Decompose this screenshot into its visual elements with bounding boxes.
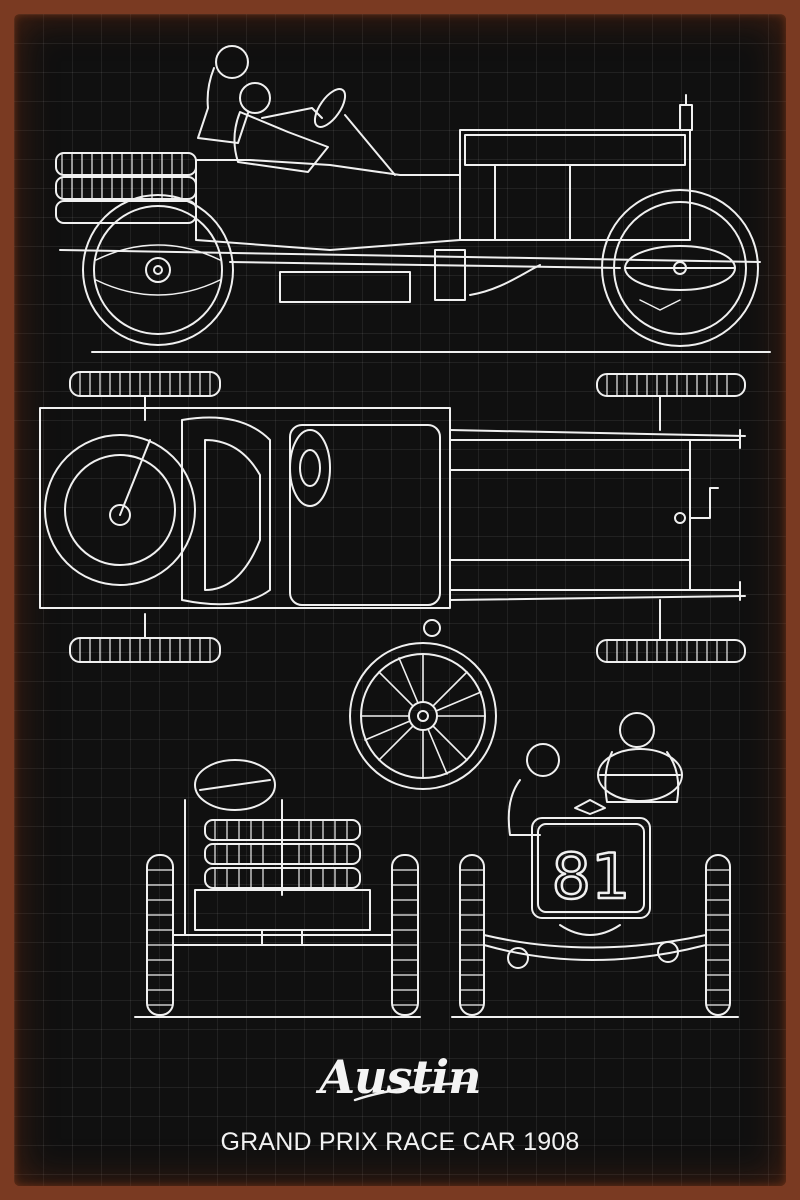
sign-caption: GRAND PRIX RACE CAR 1908 xyxy=(220,1128,580,1156)
blueprint-board xyxy=(14,14,786,1186)
front-view-car: 81 xyxy=(451,712,739,1018)
race-number: 81 xyxy=(552,840,631,913)
rear-view-car xyxy=(134,759,421,1018)
brand-logo: Austin xyxy=(319,1050,481,1104)
top-view-car xyxy=(39,371,746,663)
spoked-wheel-drawing xyxy=(349,642,497,790)
logo-swoosh xyxy=(353,1081,472,1102)
side-view-car xyxy=(55,45,771,353)
